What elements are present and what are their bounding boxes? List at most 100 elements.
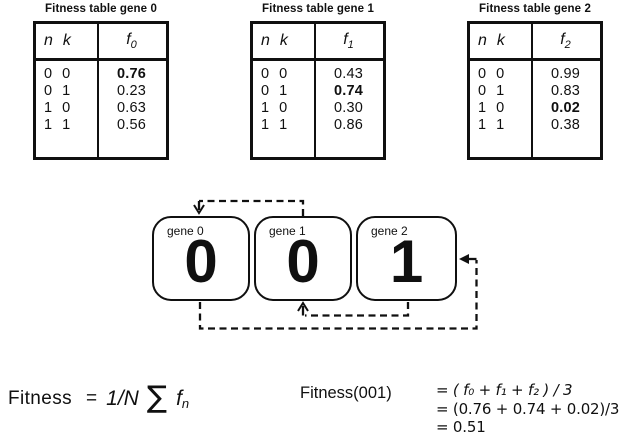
f-subscript-n: n	[181, 395, 190, 411]
header-nk: n k	[36, 32, 97, 50]
header-nk: n k	[253, 32, 314, 50]
cell-k: 0	[62, 99, 71, 116]
col-header-n: n	[44, 32, 53, 49]
f-symbol: f	[560, 30, 565, 48]
cell-k: 0	[496, 99, 505, 116]
cell-fitness-value: 0.02	[550, 99, 581, 116]
cell-n: 1	[44, 99, 53, 116]
header-nk: n k	[470, 32, 531, 50]
cell-fitness-value: 0.30	[333, 99, 364, 116]
col-header-f0: f0	[97, 31, 166, 51]
gene-label: gene 2	[371, 224, 408, 238]
column-divider	[314, 24, 316, 157]
col-header-k: k	[496, 32, 505, 49]
gene-box-0: gene 0 0	[152, 216, 250, 301]
cell-n: 0	[261, 83, 270, 100]
f-symbol: f	[126, 30, 131, 48]
cell-fitness-value: 0.38	[550, 116, 581, 133]
cell-fitness-value: 0.63	[116, 99, 147, 116]
f-subscript: 0	[130, 39, 137, 52]
col-header-k: k	[62, 32, 71, 49]
cell-fitness-value: 0.43	[333, 66, 364, 83]
cell-k: 1	[62, 116, 71, 133]
table-header: n k f2	[470, 24, 600, 61]
gene-box-1: gene 1 0	[254, 216, 352, 301]
cell-fitness-value: 0.74	[333, 83, 364, 100]
equation-line: = ( f₀ + f₁ + f₂ ) / 3	[436, 381, 573, 399]
cell-k: 0	[496, 66, 505, 83]
cell-fitness-value: 0.76	[116, 66, 147, 83]
cell-k: 1	[496, 116, 505, 133]
cell-n: 1	[478, 99, 487, 116]
column-divider	[531, 24, 533, 157]
f-symbol: f	[176, 387, 182, 410]
col-header-f1: f1	[314, 31, 383, 51]
gene-value: 1	[389, 228, 424, 295]
table-caption-gene-0: Fitness table gene 0	[45, 3, 157, 15]
table-caption-gene-1: Fitness table gene 1	[262, 3, 374, 15]
fitness-label: Fitness	[8, 388, 73, 409]
sigma-summation-icon: ∑	[146, 379, 168, 415]
equation-line: = 0.51	[436, 418, 486, 436]
gene-value: 0	[286, 228, 320, 295]
cell-n: 1	[478, 116, 487, 133]
one-over-n: 1/N	[106, 387, 139, 410]
cell-k: 1	[62, 83, 71, 100]
col-header-n: n	[478, 32, 487, 49]
gene-value: 0	[184, 228, 218, 295]
cell-n: 0	[478, 83, 487, 100]
cell-k: 1	[279, 83, 288, 100]
cell-fitness-value: 0.99	[550, 66, 581, 83]
col-header-f2: f2	[531, 31, 600, 51]
col-header-n: n	[261, 32, 270, 49]
f-subscript: 1	[347, 39, 354, 52]
gene-label: gene 1	[269, 224, 306, 238]
cell-n: 0	[44, 83, 53, 100]
cell-k: 1	[496, 83, 505, 100]
fitness-example-label: Fitness(001)	[300, 384, 392, 402]
col-header-k: k	[279, 32, 288, 49]
gene-label: gene 0	[167, 224, 204, 238]
cell-n: 1	[261, 116, 270, 133]
arrow-gene2-to-gene1	[305, 302, 410, 317]
table-header: n k f0	[36, 24, 166, 61]
cell-k: 0	[62, 66, 71, 83]
arrow-gene1-to-gene0	[199, 199, 305, 216]
fitness-example-equations: = ( f₀ + f₁ + f₂ ) / 3 = (0.76 + 0.74 + …	[436, 381, 636, 437]
cell-n: 0	[478, 66, 487, 83]
arrowhead-down-icon	[193, 204, 205, 215]
cell-k: 0	[279, 66, 288, 83]
cell-n: 0	[44, 66, 53, 83]
f-subscript: 2	[564, 39, 571, 52]
arrowhead-up-icon	[297, 301, 309, 312]
f-symbol: f	[343, 30, 348, 48]
gene-box-2: gene 2 1	[356, 216, 457, 301]
cell-fitness-value: 0.86	[333, 116, 364, 133]
fitness-formula-general: Fitness = 1/N ∑ f n	[8, 379, 190, 416]
table-caption-gene-2: Fitness table gene 2	[479, 3, 591, 15]
equals-sign: =	[86, 388, 98, 409]
column-divider	[97, 24, 99, 157]
table-header: n k f1	[253, 24, 383, 61]
cell-n: 0	[261, 66, 270, 83]
cell-n: 1	[44, 116, 53, 133]
cell-fitness-value: 0.56	[116, 116, 147, 133]
arrowhead-left-icon	[459, 254, 469, 264]
